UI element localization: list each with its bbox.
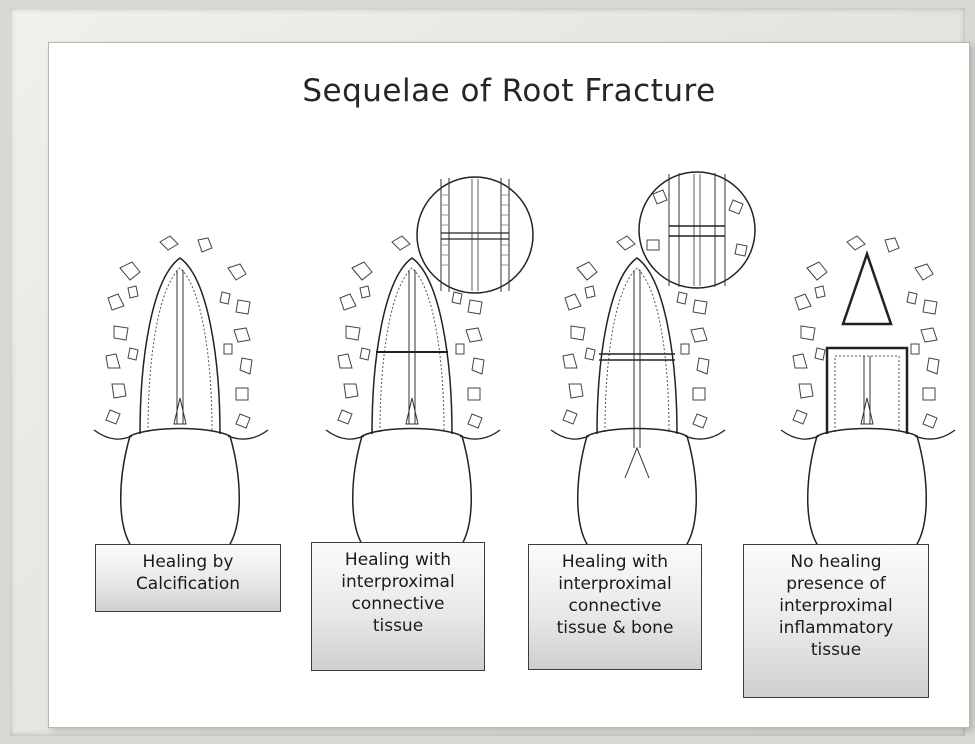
tooth-illustration-calcification — [94, 236, 268, 562]
label-healing-connective-tissue-bone: Healing with interproximal connective ti… — [528, 544, 702, 670]
label-healing-by-calcification: Healing by Calcification — [95, 544, 281, 612]
label-healing-connective-tissue: Healing with interproximal connective ti… — [311, 542, 485, 671]
slide: Sequelae of Root Fracture — [48, 42, 970, 728]
magnified-inset-connective-tissue — [417, 177, 533, 293]
magnified-inset-connective-tissue-bone — [639, 172, 755, 288]
label-no-healing-inflammatory: No healing presence of interproximal inf… — [743, 544, 929, 698]
slide-frame: Sequelae of Root Fracture — [10, 8, 965, 736]
tooth-illustration-no-healing — [781, 236, 955, 562]
